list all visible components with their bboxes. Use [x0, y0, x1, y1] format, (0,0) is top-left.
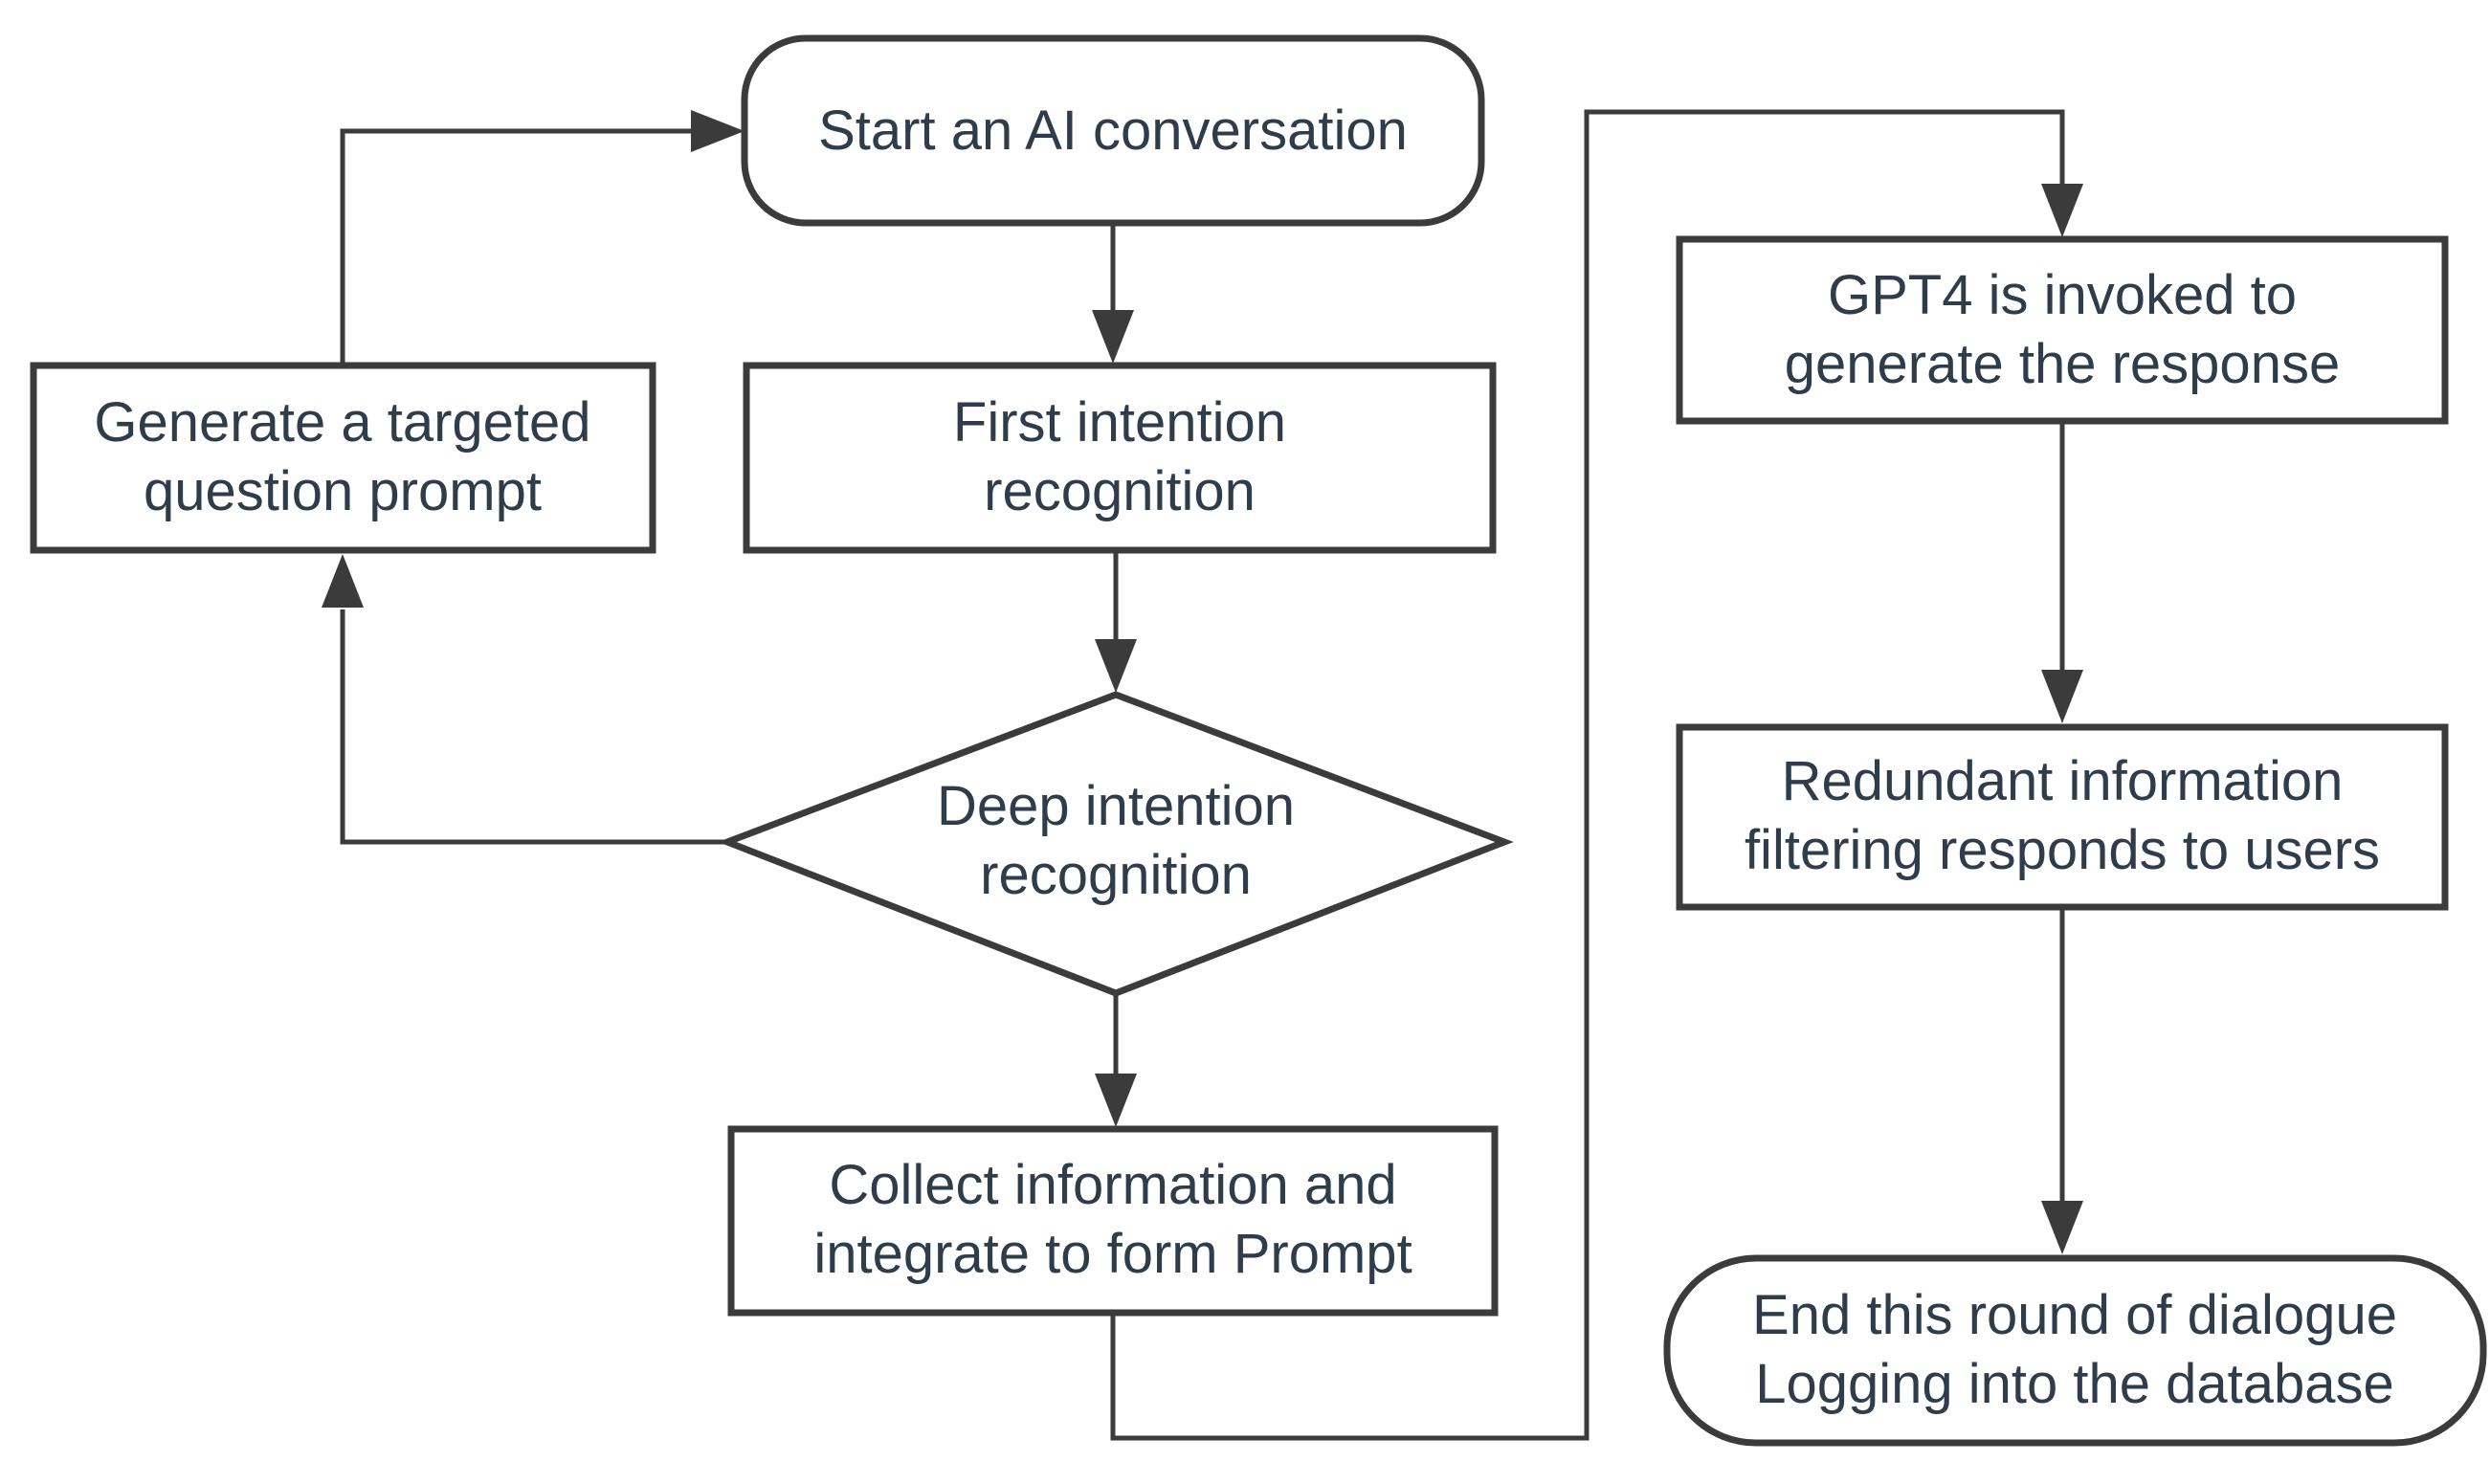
node-redundant-filtering-process: Redundant information filtering responds…: [1676, 723, 2449, 911]
edges: [322, 109, 2083, 1441]
gpt4-shape: [1676, 235, 2449, 425]
first-intention-shape: [743, 362, 1497, 554]
gpt4-label-line2: generate the response: [1785, 333, 2340, 395]
collect-information-label-line1: Collect information and: [829, 1154, 1396, 1216]
arrowhead-into-first: [1092, 310, 1134, 364]
node-generate-prompt-process: Generate a targeted question prompt: [30, 362, 656, 554]
edge-collect-to-gpt4: [1110, 109, 2065, 1441]
first-intention-label-line1: First intention: [953, 391, 1286, 454]
end-terminator-shape: [1663, 1254, 2487, 1447]
redundant-filtering-label-line1: Redundant information: [1782, 750, 2344, 812]
collect-information-label-line2: integrate to form Prompt: [813, 1223, 1412, 1285]
node-start-terminator: Start an AI conversation: [741, 34, 1485, 227]
first-intention-label-line2: recognition: [984, 460, 1256, 522]
arrowhead-into-start: [691, 110, 745, 152]
end-label-line2: Logging into the database: [1755, 1353, 2394, 1415]
node-deep-intention-decision: Deep intention recognition: [718, 691, 1514, 997]
deep-intention-label-line1: Deep intention: [937, 775, 1295, 837]
deep-intention-diamond-shape: [718, 691, 1514, 997]
node-end-terminator: End this round of dialogue Logging into …: [1663, 1254, 2487, 1447]
arrowhead-into-deep: [1095, 639, 1137, 693]
arrowhead-into-generate: [322, 554, 364, 608]
gpt4-label-line1: GPT4 is invoked to: [1828, 264, 2297, 326]
redundant-filtering-label-line2: filtering responds to users: [1745, 819, 2380, 881]
edge-generate-to-start: [340, 128, 695, 365]
edge-deep-to-generate: [340, 609, 727, 845]
start-label: Start an AI conversation: [818, 100, 1408, 162]
collect-information-shape: [727, 1125, 1499, 1317]
node-collect-information-process: Collect information and integrate to for…: [727, 1125, 1499, 1317]
redundant-filtering-shape: [1676, 723, 2449, 911]
arrowhead-into-gpt4: [2041, 184, 2083, 237]
start-terminator-shape: [741, 34, 1485, 227]
arrowhead-into-end: [2041, 1201, 2083, 1254]
arrowhead-into-collect: [1095, 1074, 1137, 1127]
deep-intention-label-line2: recognition: [980, 844, 1252, 906]
generate-prompt-shape: [30, 362, 656, 554]
end-label-line1: End this round of dialogue: [1752, 1284, 2397, 1346]
arrowhead-into-redundant: [2041, 670, 2083, 723]
node-first-intention-process: First intention recognition: [743, 362, 1497, 554]
node-gpt4-process: GPT4 is invoked to generate the response: [1676, 235, 2449, 425]
generate-prompt-label-line2: question prompt: [144, 460, 542, 522]
generate-prompt-label-line1: Generate a targeted: [94, 391, 590, 454]
